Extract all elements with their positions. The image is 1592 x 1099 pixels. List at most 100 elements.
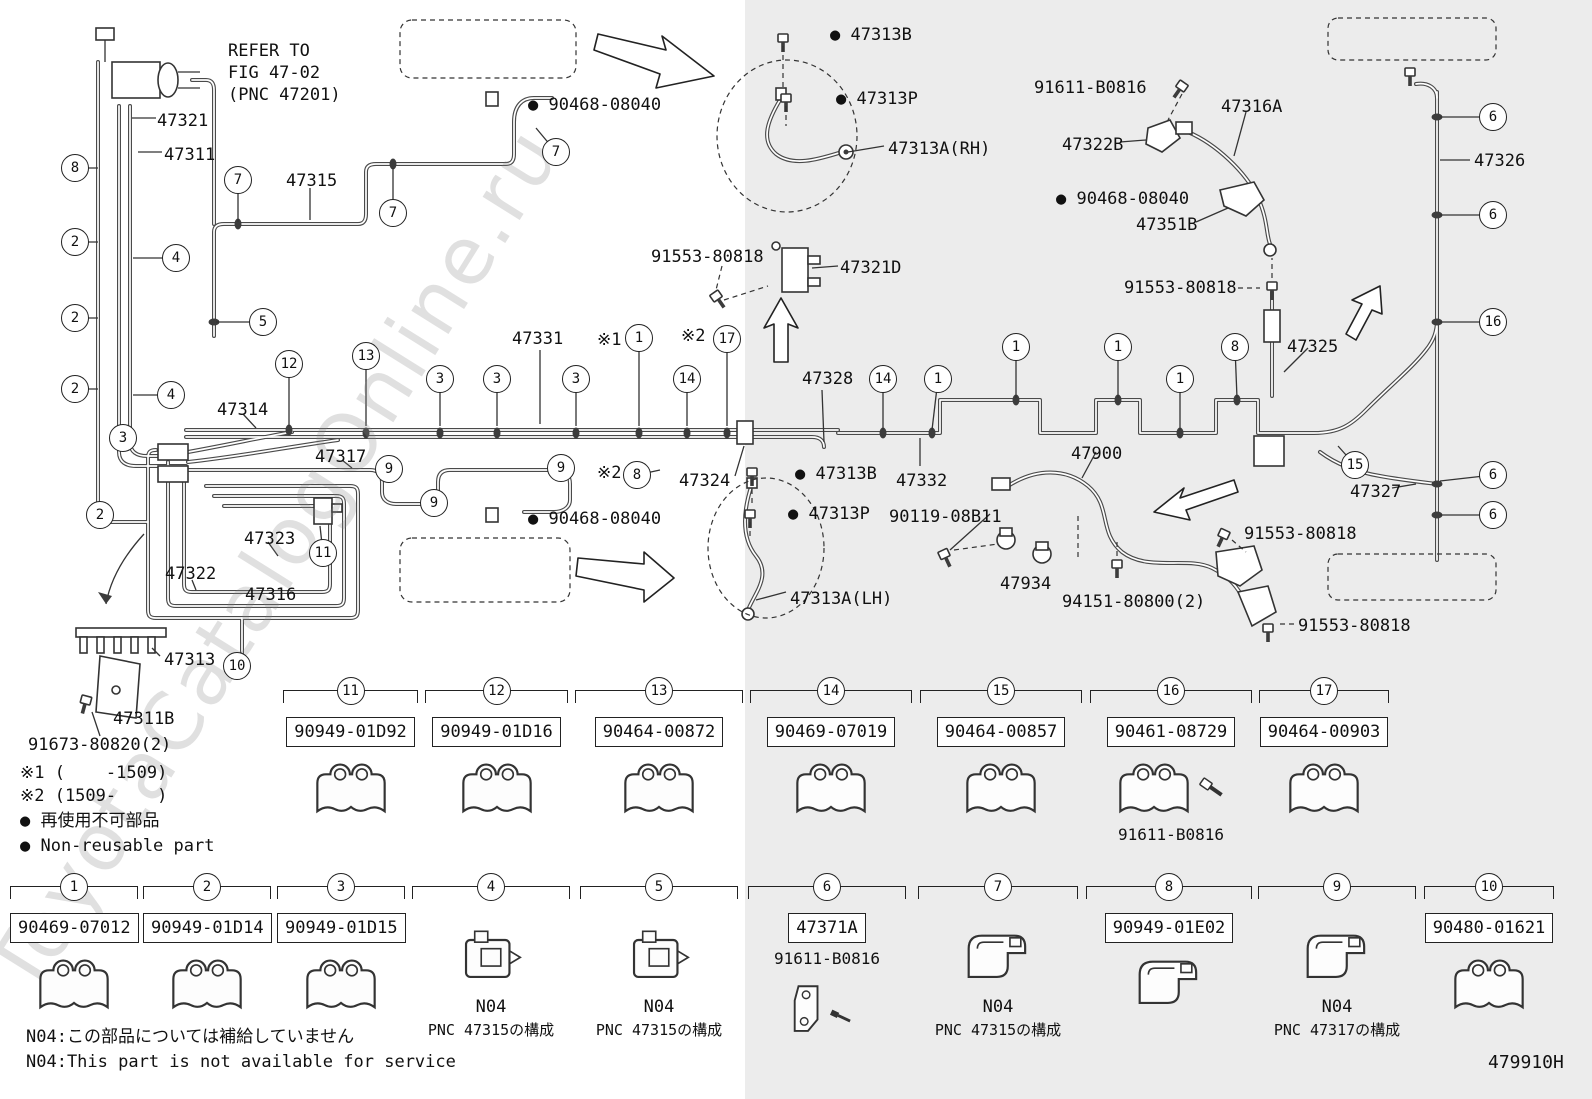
legend-cell-14: 14 90469-07019 [750, 677, 912, 819]
callout-13: 13 [645, 677, 673, 705]
callout-7: 7 [984, 873, 1012, 901]
part-illustration [920, 759, 1082, 819]
part-number-box: 90464-00903 [1259, 717, 1389, 747]
connector-icon [453, 929, 529, 989]
clamp-icon [1131, 955, 1207, 1015]
legend-cell-6: 6 47371A 91611-B0816 [748, 873, 906, 1040]
callout-10: 10 [1475, 873, 1503, 901]
clip-icon [963, 759, 1039, 819]
part-illustration [10, 955, 138, 1015]
callout-9: 9 [1323, 873, 1351, 901]
callout-leader [931, 378, 939, 431]
part-illustration [143, 955, 271, 1015]
callout-17: 17 [1310, 677, 1338, 705]
callout-15: 15 [987, 677, 1015, 705]
valve-47321d [781, 247, 809, 293]
part-illustration [277, 955, 405, 1015]
legend-cell-2: 2 90949-01D14 [143, 873, 272, 1015]
part-number-box: 90469-07019 [766, 717, 896, 747]
part-number-box: 90461-08729 [1106, 717, 1236, 747]
clip-icon [169, 955, 245, 1015]
part-illustration [1259, 759, 1389, 819]
part-illustration [575, 759, 743, 819]
part-number-box: 47371A [788, 913, 866, 943]
clip-icon [621, 759, 697, 819]
legend-cell-13: 13 90464-00872 [575, 677, 743, 819]
part-illustration [1086, 955, 1252, 1015]
sub-part-number: 91611-B0816 [774, 949, 880, 968]
pnc-note: PNC 47315の構成 [595, 1021, 723, 1039]
part-number-box: 90464-00857 [936, 717, 1066, 747]
clip-icon [1451, 955, 1527, 1015]
n04-code: N04 [643, 997, 675, 1017]
clip-icon [313, 759, 389, 819]
callout-14: 14 [817, 677, 845, 705]
clip-icon [459, 759, 535, 819]
n04-code: N04 [982, 997, 1014, 1017]
callout-leader [1439, 474, 1494, 482]
pnc-note: PNC 47317の構成 [1273, 1021, 1401, 1039]
part-number-box: 90949-01D16 [432, 717, 561, 747]
legend-cell-12: 12 90949-01D16 [425, 677, 568, 819]
clamp-icon [960, 929, 1036, 989]
n04-code: N04 [475, 997, 507, 1017]
legend-cell-17: 17 90464-00903 [1259, 677, 1389, 819]
callout-11: 11 [336, 677, 365, 705]
part-number-box: 90480-01621 [1424, 913, 1554, 943]
legend-cell-3: 3 90949-01D15 [277, 873, 406, 1015]
part-number-box: 90949-01D15 [277, 913, 406, 943]
part-number-box: 90464-00872 [594, 717, 724, 747]
part-illustration [425, 759, 568, 819]
clip-nodes [208, 113, 1443, 519]
master-cylinder [111, 61, 161, 99]
part-illustration [1090, 759, 1252, 819]
callout-8: 8 [1155, 873, 1183, 901]
direction-arrows [98, 33, 1383, 605]
legend-cell-11: 11 90949-01D92 [283, 677, 418, 819]
callout-leader [1234, 346, 1238, 399]
part-illustration [580, 929, 738, 989]
part-illustration [750, 759, 912, 819]
part-number-box: 90949-01E02 [1104, 913, 1234, 943]
part-illustration [1424, 955, 1554, 1015]
legend-cell-8: 8 90949-01E02 [1086, 873, 1252, 1015]
callout-6: 6 [813, 873, 841, 901]
part-number-box: 90469-07012 [10, 913, 139, 943]
manifold-47313 [75, 627, 167, 638]
part-illustration [283, 759, 418, 819]
part-number-box: 90949-01D92 [286, 717, 415, 747]
bolt-icon [1199, 777, 1223, 797]
bracket-icon [789, 980, 865, 1040]
part-illustration [1258, 929, 1416, 989]
callout-3: 3 [327, 873, 355, 901]
callout-2: 2 [193, 873, 221, 901]
label-leader-lines [91, 111, 1470, 737]
bracket-47322b [1145, 119, 1182, 153]
callout-4: 4 [477, 873, 505, 901]
components [75, 27, 1416, 719]
bracket-47351b [1219, 181, 1266, 217]
connector-icon [621, 929, 697, 989]
damper-47325 [1263, 309, 1281, 343]
drawing-number: 479910H [1488, 1052, 1564, 1073]
part-number-box: 90949-01D14 [143, 913, 272, 943]
part-illustration [748, 980, 906, 1040]
part-illustration [918, 929, 1078, 989]
connector-47324 [736, 420, 754, 445]
callout-leader [636, 469, 661, 476]
union-fitting [485, 507, 499, 523]
clip-icon [1116, 759, 1192, 819]
callout-16: 16 [1157, 677, 1185, 705]
callout-12: 12 [482, 677, 511, 705]
part-illustration [412, 929, 570, 989]
callout-5: 5 [645, 873, 673, 901]
pnc-note: PNC 47315の構成 [427, 1021, 555, 1039]
clip-icon [793, 759, 869, 819]
clip-icon [303, 955, 379, 1015]
